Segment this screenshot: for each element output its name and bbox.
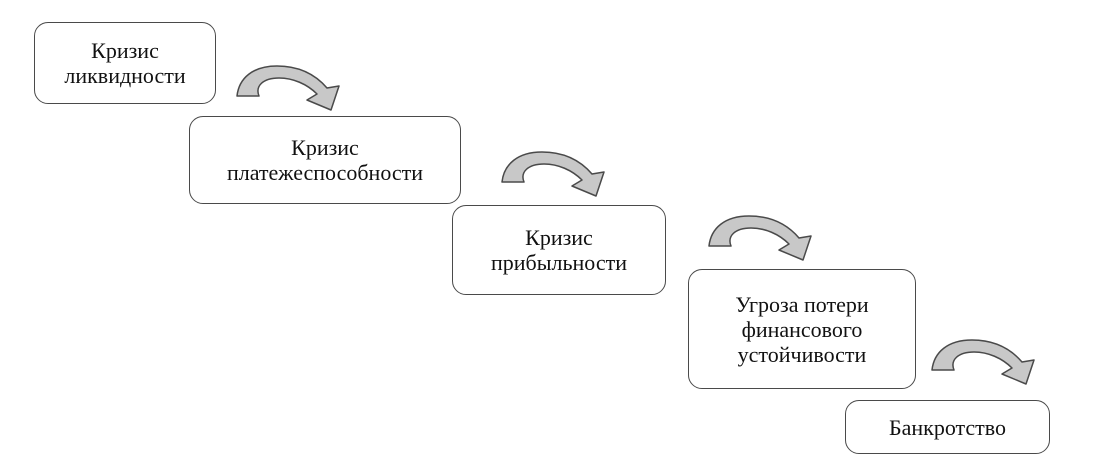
- step-financial-stability-threat: Угроза потери финансового устойчивости: [688, 269, 916, 389]
- step-label: Кризис платежеспособности: [226, 135, 424, 185]
- curved-arrow-icon: [931, 339, 1035, 385]
- step-label: Кризис прибыльности: [490, 225, 627, 275]
- curved-arrow-icon: [501, 151, 605, 197]
- curved-arrow-icon: [708, 215, 812, 261]
- step-label: Угроза потери финансового устойчивости: [735, 291, 869, 367]
- step-label: Банкротство: [888, 414, 1007, 440]
- step-label: Кризис ликвидности: [64, 38, 186, 88]
- step-profitability-crisis: Кризис прибыльности: [452, 205, 666, 295]
- step-solvency-crisis: Кризис платежеспособности: [189, 116, 461, 204]
- step-liquidity-crisis: Кризис ликвидности: [34, 22, 216, 104]
- curved-arrow-icon: [236, 65, 340, 111]
- step-bankruptcy: Банкротство: [845, 400, 1050, 454]
